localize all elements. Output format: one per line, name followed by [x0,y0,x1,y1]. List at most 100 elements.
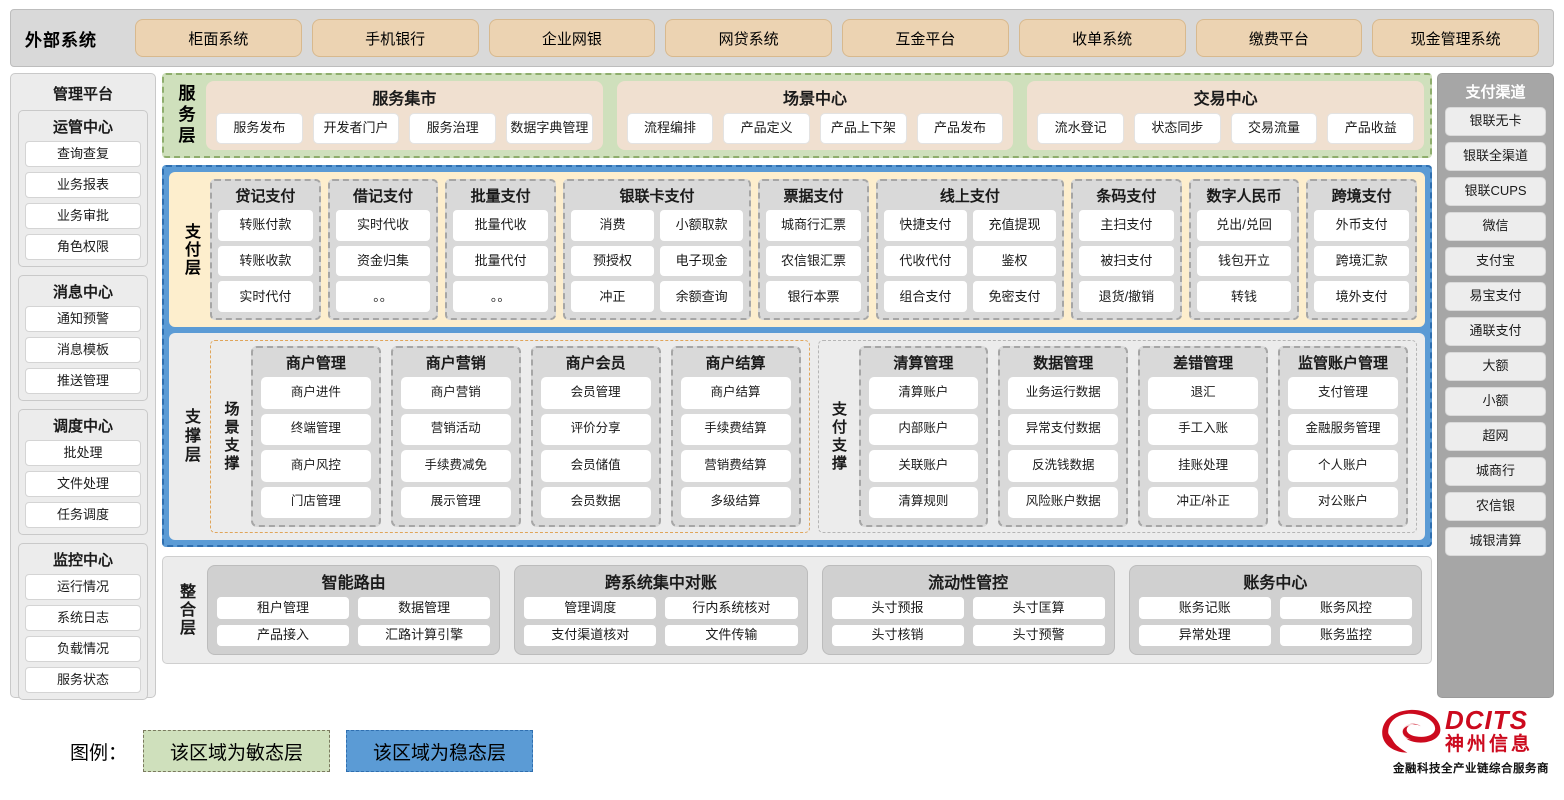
management-item-1-2[interactable]: 推送管理 [25,368,141,394]
support-item-1-3-2[interactable]: 个人账户 [1288,450,1398,482]
service-item-2-3[interactable]: 产品收益 [1327,113,1415,144]
integration-item-3-1-0[interactable]: 异常处理 [1138,624,1271,646]
support-item-0-0-0[interactable]: 商户进件 [261,377,371,409]
payment-item-5-1-1[interactable]: 鉴权 [972,245,1057,277]
management-item-2-0[interactable]: 批处理 [25,440,141,466]
payment-item-2-1-0[interactable]: 批量代付 [453,245,548,277]
integration-item-2-0-0[interactable]: 头寸预报 [831,597,964,619]
payment-item-7-2-0[interactable]: 转钱 [1196,281,1292,313]
support-item-1-1-1[interactable]: 异常支付数据 [1008,413,1119,445]
payment-channel-item-1[interactable]: 银联全渠道 [1445,142,1546,171]
payment-item-6-1-0[interactable]: 被扫支付 [1079,245,1174,277]
payment-item-0-2-0[interactable]: 实时代付 [218,281,313,313]
service-item-0-0[interactable]: 服务发布 [216,113,303,144]
management-item-3-1[interactable]: 系统日志 [25,605,141,631]
integration-item-0-0-1[interactable]: 数据管理 [358,597,491,619]
payment-item-4-1-0[interactable]: 农信银汇票 [766,245,861,277]
payment-channel-item-7[interactable]: 大额 [1445,352,1546,381]
service-item-1-3[interactable]: 产品发布 [916,113,1004,144]
payment-channel-item-8[interactable]: 小额 [1445,387,1546,416]
support-item-1-3-0[interactable]: 支付管理 [1288,377,1398,409]
payment-channel-item-3[interactable]: 微信 [1445,212,1546,241]
support-item-0-3-3[interactable]: 多级结算 [680,486,791,518]
management-item-0-3[interactable]: 角色权限 [25,234,141,260]
support-item-1-3-1[interactable]: 金融服务管理 [1288,413,1398,445]
integration-item-0-1-1[interactable]: 汇路计算引擎 [358,624,491,646]
integration-item-2-1-1[interactable]: 头寸预警 [972,624,1105,646]
support-item-0-3-1[interactable]: 手续费结算 [680,413,791,445]
payment-channel-item-11[interactable]: 农信银 [1445,492,1546,521]
management-item-0-0[interactable]: 查询查复 [25,141,141,167]
management-item-0-1[interactable]: 业务报表 [25,172,141,198]
payment-item-3-0-0[interactable]: 消费 [570,210,655,241]
support-item-1-1-0[interactable]: 业务运行数据 [1008,377,1119,409]
management-item-3-2[interactable]: 负载情况 [25,636,141,662]
payment-item-7-1-0[interactable]: 钱包开立 [1196,245,1292,277]
external-system-item-0[interactable]: 柜面系统 [135,19,302,57]
payment-item-3-1-0[interactable]: 预授权 [570,245,655,277]
payment-item-0-1-0[interactable]: 转账收款 [218,245,313,277]
management-item-3-0[interactable]: 运行情况 [25,574,141,600]
payment-item-2-0-0[interactable]: 批量代收 [453,210,548,241]
support-item-1-0-2[interactable]: 关联账户 [868,450,979,482]
support-item-0-1-0[interactable]: 商户营销 [400,377,511,409]
payment-item-2-2-0[interactable]: 。。 [453,281,548,313]
support-item-1-0-0[interactable]: 清算账户 [868,377,979,409]
support-item-0-1-2[interactable]: 手续费减免 [400,450,511,482]
service-item-1-0[interactable]: 流程编排 [626,113,714,144]
support-item-1-3-3[interactable]: 对公账户 [1288,486,1398,518]
payment-item-6-2-0[interactable]: 退货/撤销 [1079,281,1174,313]
payment-item-4-2-0[interactable]: 银行本票 [766,281,861,313]
support-item-0-0-3[interactable]: 门店管理 [261,486,371,518]
payment-item-6-0-0[interactable]: 主扫支付 [1079,210,1174,241]
payment-item-7-0-0[interactable]: 兑出/兑回 [1196,210,1292,241]
service-item-2-1[interactable]: 状态同步 [1134,113,1221,144]
management-item-2-2[interactable]: 任务调度 [25,502,141,528]
payment-item-4-0-0[interactable]: 城商行汇票 [766,210,861,241]
payment-item-5-1-0[interactable]: 代收代付 [883,245,967,277]
integration-item-1-1-0[interactable]: 支付渠道核对 [524,624,657,646]
external-system-item-6[interactable]: 缴费平台 [1195,19,1363,57]
integration-item-0-1-0[interactable]: 产品接入 [217,624,350,646]
service-item-0-1[interactable]: 开发者门户 [312,113,400,144]
payment-item-3-2-0[interactable]: 冲正 [570,281,655,313]
payment-item-1-0-0[interactable]: 实时代收 [335,210,431,241]
service-item-0-3[interactable]: 数据字典管理 [506,113,593,144]
integration-item-3-0-0[interactable]: 账务记账 [1138,597,1271,619]
external-system-item-5[interactable]: 收单系统 [1018,19,1186,57]
integration-item-1-1-1[interactable]: 文件传输 [665,624,798,646]
payment-item-1-1-0[interactable]: 资金归集 [335,245,431,277]
payment-channel-item-6[interactable]: 通联支付 [1445,317,1546,346]
external-system-item-1[interactable]: 手机银行 [311,19,479,57]
payment-item-8-0-0[interactable]: 外币支付 [1314,210,1409,241]
payment-item-0-0-0[interactable]: 转账付款 [218,210,313,241]
payment-channel-item-12[interactable]: 城银清算 [1445,527,1546,556]
support-item-1-2-2[interactable]: 挂账处理 [1148,450,1259,482]
payment-item-8-2-0[interactable]: 境外支付 [1314,281,1409,313]
support-item-0-0-1[interactable]: 终端管理 [261,413,371,445]
support-item-0-1-1[interactable]: 营销活动 [400,413,511,445]
payment-channel-item-5[interactable]: 易宝支付 [1445,282,1546,311]
payment-channel-item-0[interactable]: 银联无卡 [1445,107,1546,136]
support-item-1-0-3[interactable]: 清算规则 [868,486,979,518]
management-item-0-2[interactable]: 业务审批 [25,203,141,229]
support-item-0-0-2[interactable]: 商户风控 [261,450,371,482]
payment-item-3-0-1[interactable]: 小额取款 [660,210,744,241]
service-item-1-1[interactable]: 产品定义 [723,113,811,144]
integration-item-2-0-1[interactable]: 头寸匡算 [972,597,1105,619]
external-system-item-2[interactable]: 企业网银 [488,19,656,57]
support-item-0-1-3[interactable]: 展示管理 [400,486,511,518]
payment-item-1-2-0[interactable]: 。。 [335,281,431,313]
payment-channel-item-10[interactable]: 城商行 [1445,457,1546,486]
support-item-0-3-2[interactable]: 营销费结算 [680,450,791,482]
external-system-item-4[interactable]: 互金平台 [842,19,1009,57]
payment-item-3-2-1[interactable]: 余额查询 [660,281,744,313]
payment-item-5-0-0[interactable]: 快捷支付 [883,210,967,241]
support-item-1-2-3[interactable]: 冲正/补正 [1148,486,1259,518]
integration-item-3-0-1[interactable]: 账务风控 [1279,597,1412,619]
management-item-1-1[interactable]: 消息模板 [25,337,141,363]
payment-item-3-1-1[interactable]: 电子现金 [660,245,744,277]
service-item-2-0[interactable]: 流水登记 [1037,113,1125,144]
management-item-1-0[interactable]: 通知预警 [25,306,141,332]
support-item-0-2-2[interactable]: 会员储值 [540,450,651,482]
